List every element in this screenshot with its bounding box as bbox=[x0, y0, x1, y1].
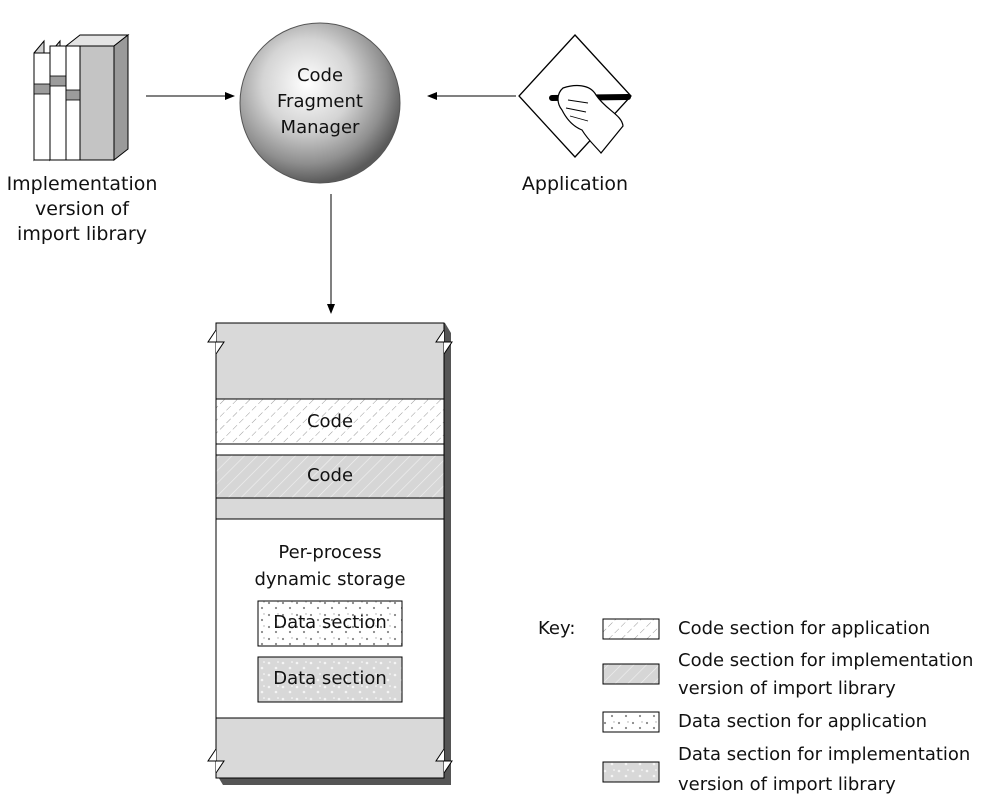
data-section-application bbox=[257, 600, 403, 647]
key-data-library-line2: version of import library bbox=[678, 774, 896, 795]
code-library-label: Code bbox=[306, 465, 354, 486]
key-swatch-data-library bbox=[602, 761, 660, 783]
code-fragment-manager-sphere bbox=[239, 22, 401, 184]
library-label-line2: version of bbox=[35, 198, 129, 220]
manager-label-line3: Manager bbox=[280, 117, 360, 138]
key-code-library: Code section for implementation version … bbox=[678, 647, 983, 703]
code-section-application bbox=[215, 398, 445, 445]
key-code-application: Code section for application bbox=[678, 618, 931, 639]
storage-label-line2: dynamic storage bbox=[254, 569, 406, 590]
key-code-library-line2: version of import library bbox=[678, 678, 896, 699]
data-library-label: Data section bbox=[273, 668, 387, 689]
storage-label-line1: Per-process bbox=[278, 542, 382, 563]
storage-label: Per-process dynamic storage bbox=[216, 539, 444, 593]
application-label: Application bbox=[521, 173, 629, 195]
manager-label-line1: Code bbox=[296, 65, 344, 86]
key-swatch-code-library bbox=[602, 663, 660, 685]
key-title: Key: bbox=[538, 618, 576, 639]
key-data-library: Data section for implementation version … bbox=[678, 740, 983, 800]
memory-block bbox=[207, 322, 453, 785]
library-label-line3: import library bbox=[17, 223, 147, 245]
key-code-library-line1: Code section for implementation bbox=[678, 650, 974, 671]
data-section-library bbox=[257, 656, 403, 703]
code-application-label: Code bbox=[306, 411, 354, 432]
manager-label-line2: Fragment bbox=[277, 91, 363, 112]
books-icon bbox=[33, 33, 130, 162]
key-data-library-line1: Data section for implementation bbox=[678, 744, 971, 765]
data-application-label: Data section bbox=[273, 612, 387, 633]
library-label-line1: Implementation bbox=[6, 173, 158, 195]
key-data-application: Data section for application bbox=[678, 711, 928, 732]
key-swatch-code-application bbox=[602, 618, 660, 640]
key-swatch-data-application bbox=[602, 711, 660, 733]
library-label: Implementation version of import library bbox=[0, 172, 164, 247]
application-icon bbox=[518, 34, 632, 158]
manager-label: Code Fragment Manager bbox=[255, 63, 385, 141]
